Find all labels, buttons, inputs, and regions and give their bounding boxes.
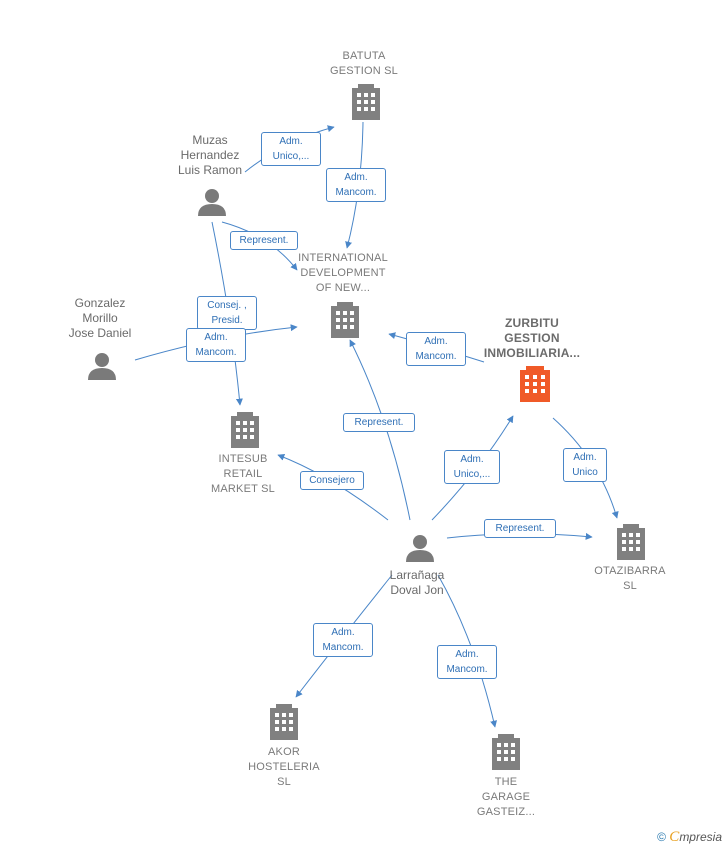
node-label-intesub[interactable]: INTESUB RETAIL MARKET SL [211,453,275,495]
edge-label-adm-unico[interactable]: Adm. Unico,... [444,450,500,484]
node-label-muzas[interactable]: Muzas Hernandez Luis Ramon [177,133,243,177]
building-icon[interactable] [492,734,520,770]
edge-label-consejero[interactable]: Consejero [300,471,364,490]
edge-label-consej-presid[interactable]: Consej. , Presid. [197,296,257,330]
brand-name: mpresia [679,830,722,844]
edge-label-adm-mancom[interactable]: Adm. Mancom. [326,168,386,202]
building-icon[interactable] [270,704,298,740]
node-label-international[interactable]: INTERNATIONAL DEVELOPMENT OF NEW... [298,252,388,294]
person-icon[interactable] [406,535,434,562]
edge-label-adm-unico[interactable]: Adm. Unico [563,448,607,482]
building-icon[interactable] [231,412,259,448]
footer-logo: © Cmpresia [657,829,722,846]
edge-label-represent[interactable]: Represent. [484,519,556,538]
edge-label-adm-unico[interactable]: Adm. Unico,... [261,132,321,166]
person-icon[interactable] [88,353,116,380]
node-label-otazibarra[interactable]: OTAZIBARRA SL [594,565,666,592]
edge-label-represent[interactable]: Represent. [230,231,298,250]
person-icon[interactable] [198,189,226,216]
edge-label-adm-mancom[interactable]: Adm. Mancom. [186,328,246,362]
edge-label-adm-mancom[interactable]: Adm. Mancom. [313,623,373,657]
node-label-garage[interactable]: THE GARAGE GASTEIZ... [476,776,536,818]
building-icon[interactable] [352,84,380,120]
edge-label-adm-mancom[interactable]: Adm. Mancom. [437,645,497,679]
node-label-batuta[interactable]: BATUTA GESTION SL [329,50,399,77]
node-label-akor[interactable]: AKOR HOSTELERIA SL [248,746,320,788]
building-icon[interactable] [331,302,359,338]
node-label-larranaga[interactable]: Larrañaga Doval Jon [389,568,445,597]
node-label-zurbitu[interactable]: ZURBITU GESTION INMOBILIARIA... [483,316,581,360]
copyright-symbol: © [657,830,666,844]
node-label-gonzalez[interactable]: Gonzalez Morillo Jose Daniel [68,296,132,340]
edge-label-adm-mancom[interactable]: Adm. Mancom. [406,332,466,366]
brand-initial: C [669,829,680,845]
building-icon[interactable] [520,366,550,402]
building-icon[interactable] [617,524,645,560]
edge-label-represent[interactable]: Represent. [343,413,415,432]
